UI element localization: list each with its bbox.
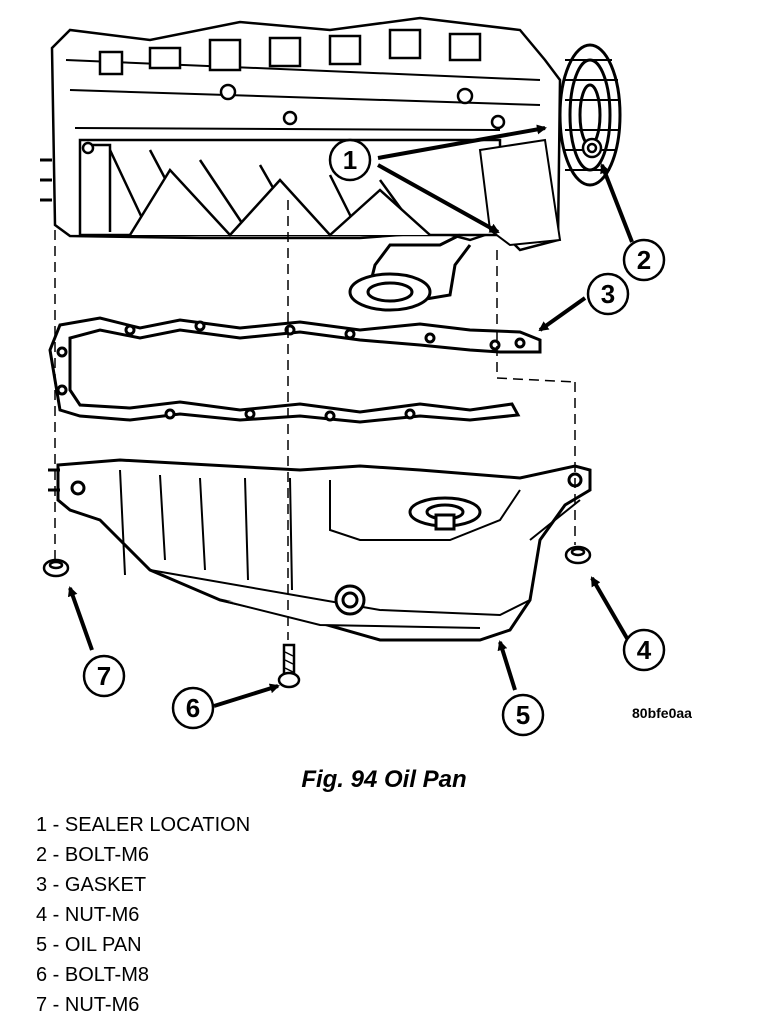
legend-number: 6	[36, 964, 48, 986]
svg-text:7: 7	[97, 661, 111, 691]
callout-7: 7	[82, 654, 126, 698]
bolt-m6-upper	[581, 137, 603, 159]
callout-arrows	[67, 163, 634, 708]
callout-5: 5	[501, 693, 545, 737]
svg-text:6: 6	[186, 693, 200, 723]
alignment-lines	[54, 200, 576, 640]
svg-text:4: 4	[637, 635, 652, 665]
legend-number: 5	[36, 934, 48, 956]
bolt-m8	[277, 643, 301, 689]
svg-text:2: 2	[637, 245, 651, 275]
callout-4: 4	[622, 628, 666, 672]
callout-2: 2	[622, 238, 666, 282]
svg-text:1: 1	[343, 145, 357, 175]
engine-block	[40, 16, 562, 252]
legend-item: 7 - NUT-M6	[36, 994, 140, 1016]
legend-number: 4	[36, 904, 48, 926]
svg-text:3: 3	[601, 279, 615, 309]
legend-label: SEALER LOCATION	[64, 814, 251, 836]
legend-number: 7	[36, 994, 48, 1016]
legend-item: 2 - BOLT-M6	[36, 844, 149, 866]
callout-6: 6	[171, 686, 215, 730]
crankshaft-pulley	[558, 43, 622, 187]
callout-3: 3	[586, 272, 630, 316]
legend-number: 2	[36, 844, 48, 866]
figure-caption: Fig. 94 Oil Pan	[301, 766, 467, 793]
callout-1: 1	[328, 138, 372, 182]
oil-pan-exploded-diagram: 1 2 3 4 5 6 7 80bfe0aa	[40, 16, 692, 737]
nut-m6-left	[42, 558, 70, 578]
svg-text:5: 5	[516, 700, 530, 730]
legend-label: NUT-M6	[64, 994, 140, 1016]
legend-number: 1	[36, 814, 48, 836]
nut-m6-right	[564, 545, 592, 565]
oil-pan	[48, 458, 592, 642]
legend-label: BOLT-M6	[64, 844, 149, 866]
parts-legend: 1 - SEALER LOCATION 2 - BOLT-M6 3 - GASKET…	[36, 810, 250, 1020]
legend-label: GASKET	[64, 874, 147, 896]
image-code: 80bfe0aa	[632, 705, 692, 721]
legend-label: OIL PAN	[64, 934, 142, 956]
oil-pickup-tube	[348, 233, 472, 312]
legend-label: BOLT-M8	[64, 964, 149, 986]
oil-pan-gasket	[48, 316, 542, 424]
legend-item: 6 - BOLT-M8	[36, 964, 149, 986]
legend-item: 4 - NUT-M6	[36, 904, 140, 926]
sealer-location-arrows	[377, 124, 547, 234]
legend-item: 5 - OIL PAN	[36, 934, 142, 956]
legend-label: NUT-M6	[64, 904, 140, 926]
legend-item: 3 - GASKET	[36, 874, 147, 896]
legend-item: 1 - SEALER LOCATION	[36, 814, 251, 836]
legend-number: 3	[36, 874, 48, 896]
